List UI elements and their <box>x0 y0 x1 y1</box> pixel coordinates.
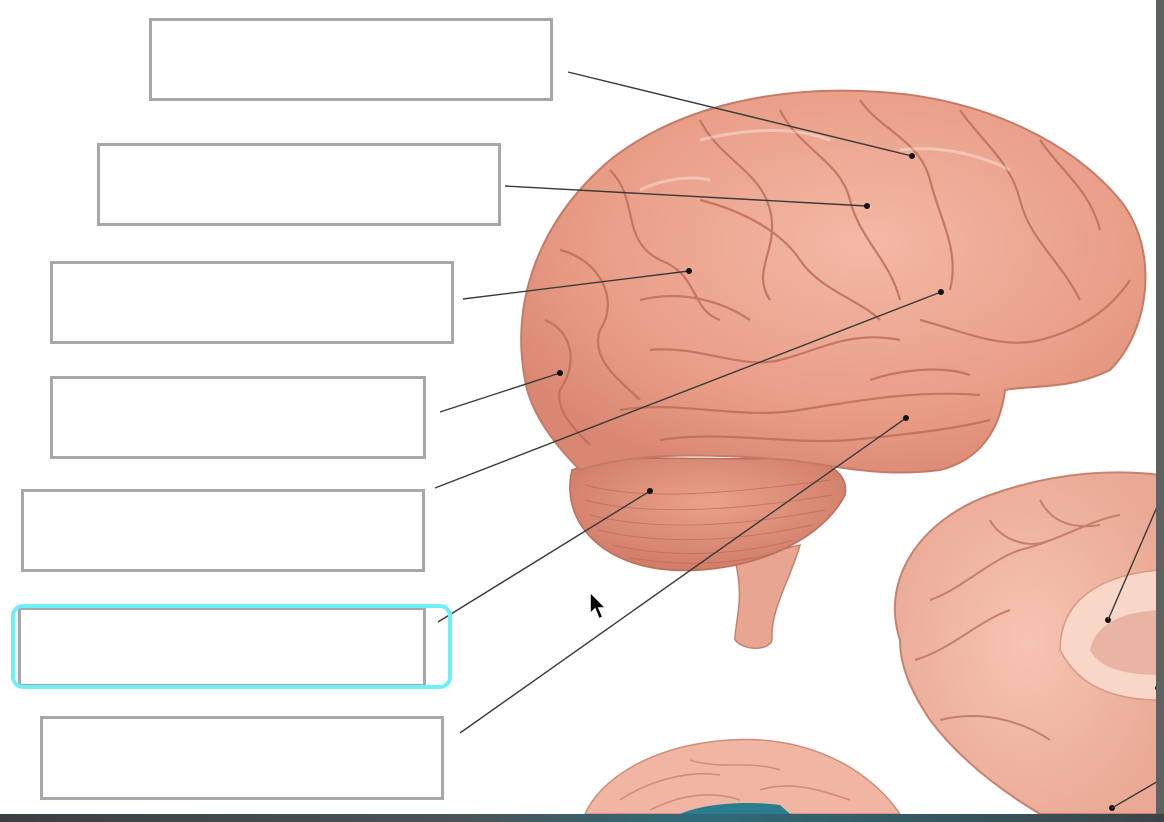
cerebellum <box>569 456 847 572</box>
label-box-3[interactable] <box>50 261 454 344</box>
label-box-2[interactable] <box>97 143 501 226</box>
leader-lines <box>434 71 1156 809</box>
window-right-border <box>1156 0 1164 822</box>
cerebrum-lateral <box>520 89 1147 474</box>
label-box-1[interactable] <box>149 18 553 101</box>
brain-superior-view <box>584 738 901 814</box>
brainstem <box>734 543 802 649</box>
label-box-4[interactable] <box>50 376 426 459</box>
label-box-7[interactable] <box>40 716 444 800</box>
arrow-pointer-icon <box>589 590 608 621</box>
window-bottom-strip <box>0 814 1164 822</box>
brain-medial-view <box>893 471 1156 814</box>
label-box-5[interactable] <box>21 489 425 572</box>
label-box-6[interactable] <box>18 607 426 687</box>
leader-dots <box>557 153 944 494</box>
